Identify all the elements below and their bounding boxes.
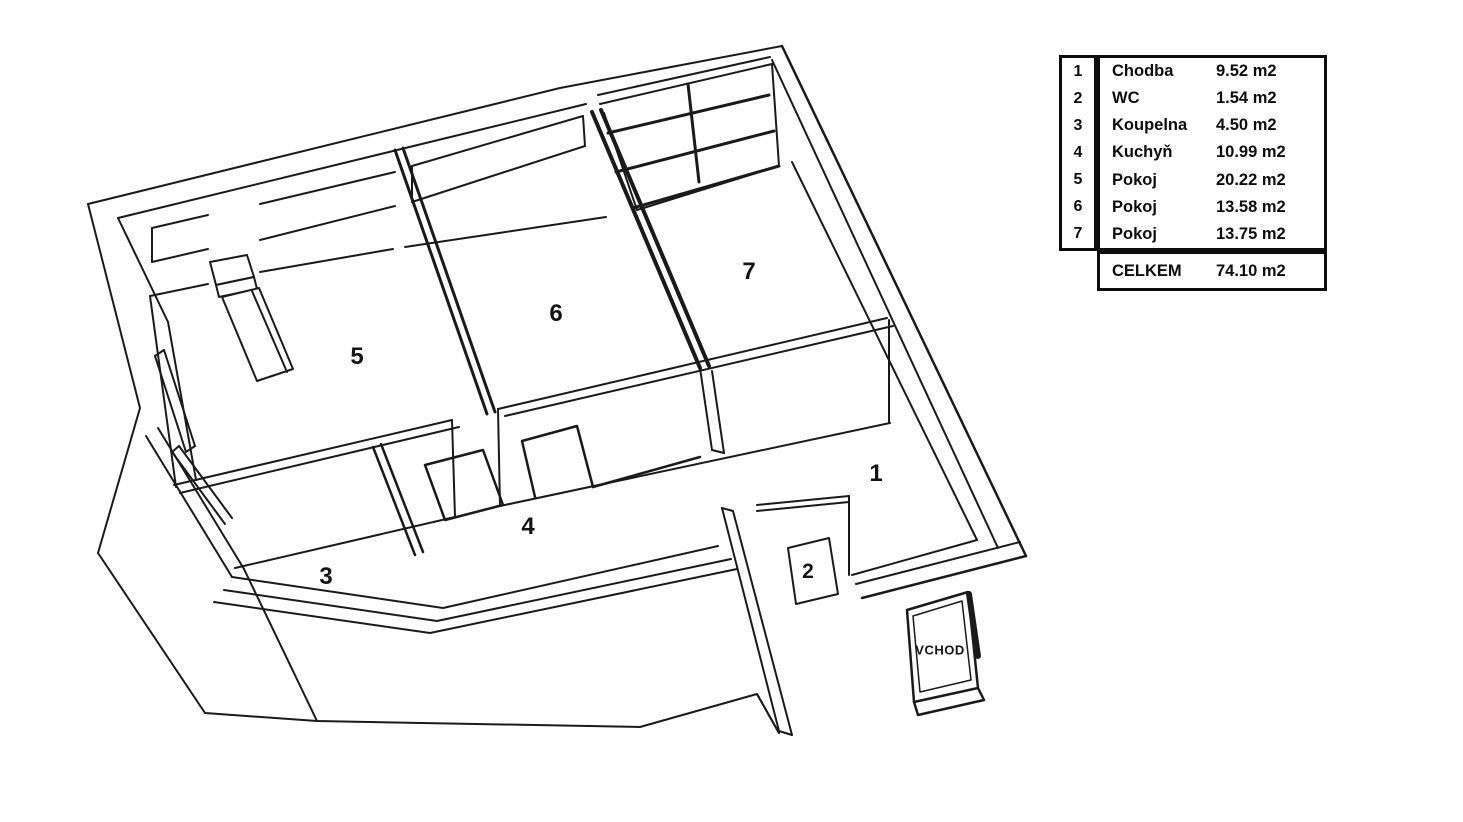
legend-room-number: 3 [1073, 116, 1083, 134]
room-label-6: 6 [549, 300, 563, 327]
legend-room-number: 5 [1073, 171, 1083, 189]
legend-room-area: 20.22 m2 [1216, 170, 1286, 189]
room-label-7: 7 [742, 258, 756, 285]
legend-room-name: WC [1112, 89, 1140, 108]
room-label-5: 5 [350, 343, 364, 370]
wall-room5-room6 [393, 146, 497, 416]
room-label-2: 2 [802, 560, 814, 583]
legend-room-area: 10.99 m2 [1216, 143, 1286, 162]
room-label-4: 4 [521, 513, 535, 540]
entrance-label: VCHOD [915, 642, 965, 658]
wc-walls [756, 495, 850, 576]
legend-row: WC 1.54 m2 [1100, 85, 1324, 112]
legend-room-area: 13.58 m2 [1216, 197, 1286, 216]
legend-number-column: 1 2 3 4 5 6 7 [1059, 55, 1097, 251]
legend-total-label: CELKEM [1112, 261, 1182, 280]
legend-room-area: 9.52 m2 [1216, 62, 1277, 81]
wardrobe-shelves [597, 56, 781, 211]
legend-room-area: 1.54 m2 [1216, 89, 1277, 108]
window-chamfer-wall [171, 445, 233, 525]
window-back-wall [151, 115, 586, 263]
legend-row: Koupelna 4.50 m2 [1100, 112, 1324, 139]
legend-room-number: 2 [1073, 89, 1083, 107]
legend-row: Pokoj 13.75 m2 [1100, 221, 1324, 248]
middle-wall [173, 317, 894, 569]
legend-room-area: 4.50 m2 [1216, 116, 1277, 135]
legend-row: Pokoj 20.22 m2 [1100, 167, 1324, 194]
legend-room-number: 4 [1073, 143, 1083, 161]
legend-room-name: Pokoj [1112, 197, 1157, 216]
legend-room-name: Koupelna [1112, 116, 1188, 135]
legend-room-name: Pokoj [1112, 170, 1157, 189]
room-label-3: 3 [319, 563, 333, 590]
legend-room-name: Chodba [1112, 62, 1174, 81]
legend-room-list: Chodba 9.52 m2 WC 1.54 m2 Koupelna 4.50 … [1097, 55, 1327, 251]
legend-room-name: Kuchyň [1112, 143, 1173, 162]
back-wall-floor-line [149, 216, 607, 297]
legend-room-name: Pokoj [1112, 224, 1157, 243]
legend-room-number: 1 [1073, 62, 1083, 80]
legend-room-number: 7 [1073, 225, 1083, 243]
room-label-1: 1 [869, 460, 883, 487]
wall-room6-room7 [590, 108, 711, 370]
legend-row: Chodba 9.52 m2 [1100, 58, 1324, 85]
legend-total-area: 74.10 m2 [1216, 261, 1286, 280]
legend-row: Kuchyň 10.99 m2 [1100, 139, 1324, 166]
wc-door [787, 537, 839, 605]
legend-room-number: 6 [1073, 198, 1083, 216]
kitchen-counter [423, 424, 702, 522]
wall-room3-room4 [371, 442, 425, 557]
legend-room-area: 13.75 m2 [1216, 224, 1286, 243]
wall-room4-room1 [699, 367, 793, 736]
entrance-door [905, 590, 986, 717]
chimney-column [209, 254, 294, 382]
legend-row: Pokoj 13.58 m2 [1100, 194, 1324, 221]
window-left-wall [154, 349, 196, 453]
outer-walls [87, 44, 1028, 734]
legend-total-row: CELKEM 74.10 m2 [1097, 251, 1327, 291]
